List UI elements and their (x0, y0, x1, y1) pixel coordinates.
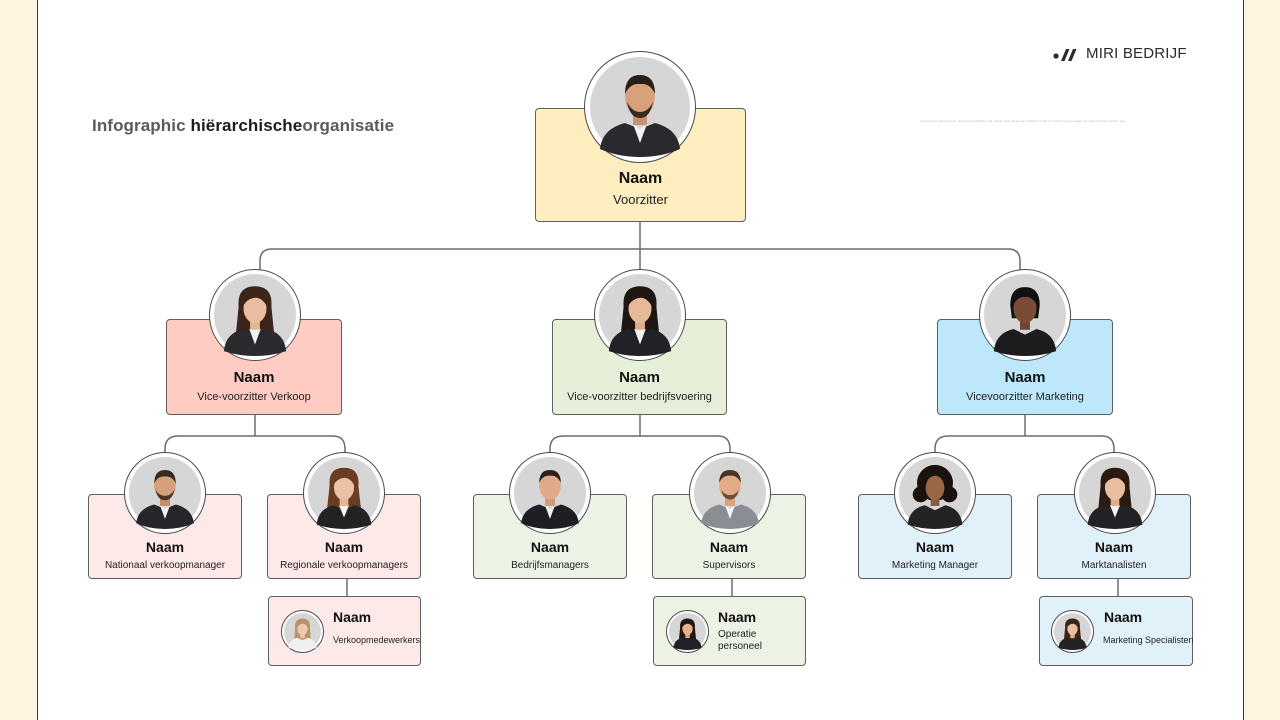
fine-print-text: Lorem ipsum dolor sit amet, consectetur … (920, 119, 1126, 123)
manager-avatar-supervisors (689, 452, 771, 534)
staff-name-sales: Naam (333, 609, 372, 625)
vp-marketing-role: Vicevoorzitter Marketing (966, 391, 1084, 403)
woman-dark-hair-icon (669, 613, 706, 650)
vp-marketing-avatar (979, 269, 1071, 361)
chair-role: Voorzitter (613, 192, 668, 207)
staff-name-ops: Naam (718, 609, 757, 625)
manager-role-national-sales: Nationaal verkoopmanager (104, 560, 226, 571)
man-grey-suit-icon (694, 457, 766, 529)
vp-ops-card (552, 319, 727, 415)
vp-marketing-name: Naam (1004, 369, 1046, 386)
manager-role-market-analysts: Marktanalisten (1081, 560, 1147, 571)
chair-avatar (584, 51, 696, 163)
brand-mark-icon (1053, 48, 1077, 61)
manager-name-market-analysts: Naam (1094, 539, 1134, 555)
manager-role-regional-sales: Regionale verkoopmanagers (280, 560, 408, 571)
manager-name-marketing: Naam (915, 539, 955, 555)
manager-role-business: Bedrijfsmanagers (511, 560, 589, 571)
manager-name-business: Naam (530, 539, 570, 555)
staff-role-marketing: Marketing Specialisten (1103, 635, 1194, 645)
woman-dark-hair-icon (599, 274, 681, 356)
manager-avatar-market-analysts (1074, 452, 1156, 534)
vp-ops-avatar (594, 269, 686, 361)
manager-name-national-sales: Naam (145, 539, 185, 555)
man-beard-icon (129, 457, 201, 529)
vp-sales-role: Vice-voorzitter Verkoop (197, 391, 311, 403)
woman-dark-hair-icon (1054, 613, 1091, 650)
manager-name-regional-sales: Naam (324, 539, 364, 555)
staff-avatar-sales (281, 610, 324, 653)
manager-role-marketing: Marketing Manager (891, 560, 979, 571)
manager-avatar-regional-sales (303, 452, 385, 534)
woman-dark-hair-icon (1079, 457, 1151, 529)
woman-curly-hair-icon (899, 457, 971, 529)
chair-name: Naam (618, 170, 663, 187)
vp-sales-name: Naam (233, 369, 275, 386)
woman-dark-hair-icon (984, 274, 1066, 356)
brand-logo: MIRI BEDRIJF (1053, 45, 1187, 62)
staff-role-ops: Operatie personeel (718, 629, 762, 652)
manager-role-supervisors: Supervisors (702, 560, 756, 571)
manager-avatar-national-sales (124, 452, 206, 534)
manager-avatar-marketing (894, 452, 976, 534)
woman-auburn-hair-icon (308, 457, 380, 529)
manager-avatar-business (509, 452, 591, 534)
vp-ops-name: Naam (619, 369, 660, 386)
page-title: Infographic hiërarchischeorganisatie (92, 116, 395, 135)
vp-sales-avatar (209, 269, 301, 361)
staff-avatar-ops (666, 610, 709, 653)
manager-name-supervisors: Naam (709, 539, 749, 555)
man-dark-hair-icon (590, 57, 690, 157)
staff-role-sales: Verkoopmedewerkers (333, 635, 421, 645)
vp-ops-role: Vice-voorzitter bedrijfsvoering (567, 391, 712, 403)
brand-name: MIRI BEDRIJF (1086, 45, 1187, 62)
staff-avatar-marketing (1051, 610, 1094, 653)
staff-name-marketing: Naam (1104, 609, 1143, 625)
woman-dark-hair-icon (214, 274, 296, 356)
woman-light-hair-icon (284, 613, 321, 650)
man-short-hair-icon (514, 457, 586, 529)
